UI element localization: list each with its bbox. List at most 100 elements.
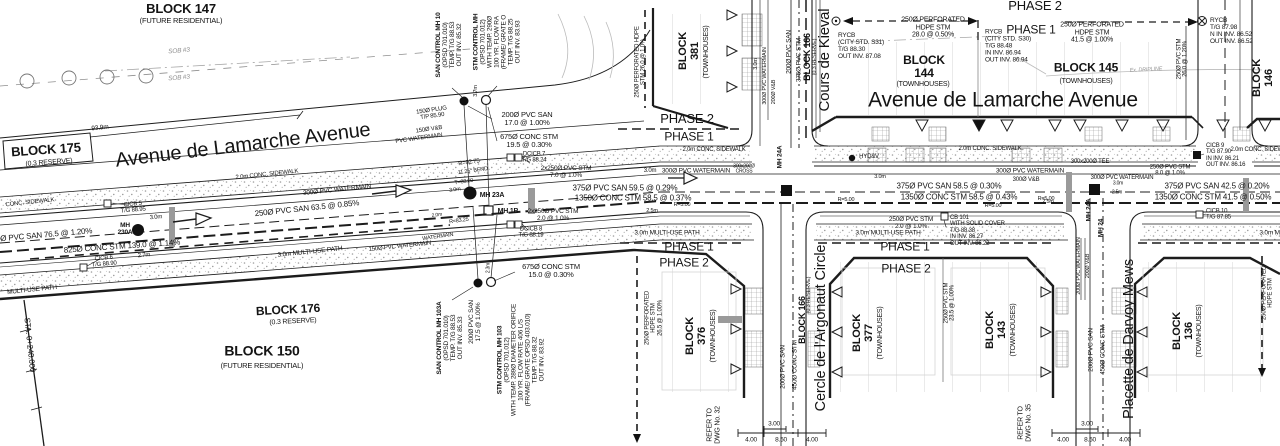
block-147-sub: (FUTURE RESIDENTIAL) [139,15,223,25]
block-175-sub: (0.3 RESERVE) [25,157,73,168]
street-a-3m: 3.0m [753,58,760,70]
hyd-v: HYD&V [859,153,879,160]
block-176-sub: (0.3 RESERVE) [269,316,317,327]
block-166-s-sub: (0.3 RESERVE) [806,276,813,314]
avenue-diagonal-linework [0,120,661,301]
r-5-00-d: R=5.00 [1037,196,1055,203]
pipe-san-250-76-5: 250Ø PVC SAN 76.5 @ 1.20% [0,226,93,245]
sidewalk-2m-b: 2.0m CONC. SIDEWALK [682,146,746,153]
mh-24: MH 24 [1097,218,1105,238]
dim-4-00-c: 4.00 [1057,436,1069,444]
matchline-sta: STA. 0+240.000 [22,317,38,373]
street-a-vb: 200Ø V&B [771,79,778,105]
dim-2-5m-c: 2.5m [1111,189,1123,196]
street-d-san: 200Ø PVC SAN [1087,328,1095,372]
street-a-linework [633,0,1055,446]
block-150-title: BLOCK 150 [224,342,300,359]
block-381-sub: (TOWNHOUSES) [703,25,711,79]
block-147-title: BLOCK 147 [146,0,216,16]
street-b-stm: 450Ø CONC STM [791,340,799,390]
sob-note-1: SOB #3 [167,46,191,56]
pipe-stm-825: 825Ø CONC STM 139.0 @ 1.14% [63,237,181,255]
street-d-stm: 450Ø CONC STM [1099,325,1107,375]
sidewalk-2m-d: 2.0m CONC. SIDEWALK [1230,146,1280,153]
block-176-title: BLOCK 176 [255,300,321,319]
r-83-25: R=83.25 [448,216,469,226]
mup-3m-d: 3.0m MULTI-USE PATH [1259,229,1280,237]
street-cd-linework [1057,0,1280,446]
street-cercle-name: Cercle de l'Argonaut Circle [813,244,830,412]
phase-2-c1: PHASE 2 [660,110,714,126]
r-5-00-a: R=5.00 [673,202,691,209]
street-avenue-lamarche-horizontal: Avenue de Lamarche Avenue [868,88,1138,112]
dim-8-50-b: 8.50 [1084,436,1096,444]
dim-4-00-a: 4.00 [745,436,757,444]
block-145-sub: (TOWNHOUSES) [1059,78,1113,86]
dim-3-0m-b: 3.0m [448,186,461,194]
structures [79,85,1207,301]
bend-11-25: 11.25° BEND [457,165,489,177]
mh-24a-s: MH 24A [1085,198,1093,222]
dim-2-5m-a: 2.5m [646,208,658,215]
dim-4-00-b: 4.00 [806,436,818,444]
mup-3m-a: 3.0m MULTI-USE PATH [277,245,343,259]
street-d-vb: 200Ø V&B [1085,253,1092,279]
phase-1-tr: PHASE 1 [1006,22,1056,37]
pipe-stm-1350-58-5b: 1350Ø CONC STM 58.5 @ 0.43% [900,192,1018,202]
mh-23a: MH 23A [479,192,505,200]
pipe-san-375-42-5: 375Ø PVC SAN 42.5 @ 0.20% [1164,181,1270,191]
mup-3m-c: 3.0m MULTI-USE PATH [855,229,921,237]
dim-3-0m-d: 3.0m [874,174,886,181]
stm-control-mh-top: STM CONTROL MH(OPSD 701.012)WITH TEMP. 2… [472,13,522,71]
dim-2-5m-b: 2.5m [1042,199,1054,206]
north-area-linework [0,13,1263,446]
tee-300x200: 300x200Ø TEE [1070,158,1110,165]
mup-left: MULTI-USE PATH [6,283,58,297]
block-175-title: BLOCK 175 [10,139,82,160]
street-d-watermain: 200Ø PVC WATERMAIN [1076,237,1083,295]
dim-3-00-b: 3.00 [1081,420,1093,428]
dim-3-0m-a: 3.0m [149,214,163,222]
mh-24a-n: MH 24A [776,145,784,169]
r-5-00-c: R=5.00 [984,203,1002,210]
pipe-watermain-300-b: 300Ø PVC WATERMAIN [661,167,731,175]
r-92-75: R=92.75 [457,158,481,168]
surface-hatching [0,14,1280,392]
pipe-san-375-59-5: 375Ø PVC SAN 59.5 @ 0.29% [572,183,678,193]
pipe-watermain-300-c: 300Ø PVC WATERMAIN [995,167,1065,175]
dim-2-0m: 2.0m [431,211,443,220]
mup-3m-b: 3.0m MULTI-USE PATH [634,229,700,237]
phase-1-c2: PHASE 1 [664,239,714,254]
frontage-markers [726,9,1272,378]
san-control-mh-103a: SAN CONTROL MH 103A(OPSD 701.010)TEMP. T… [435,301,465,375]
dim-93-9m: 93.9m [91,123,109,133]
phase-1-c1: PHASE 1 [664,129,714,144]
block-143-sub: (TOWNHOUSES) [1010,303,1018,357]
dim-3-00-a: 3.00 [768,420,780,428]
